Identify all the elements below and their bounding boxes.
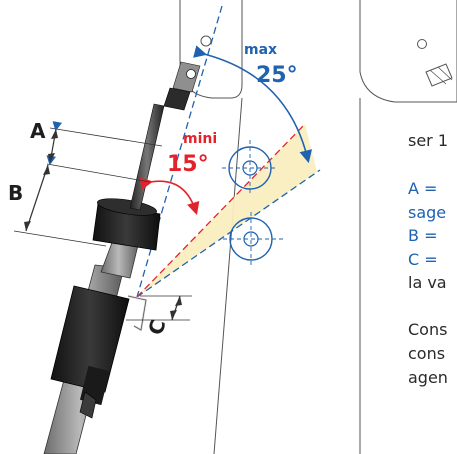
dimension-b [13, 164, 107, 247]
side-text-line-3: sage [408, 203, 447, 222]
actuator-rod [129, 103, 165, 211]
dimension-a-arrows [48, 129, 58, 163]
rod-end [163, 87, 191, 111]
dim-b-label: B [8, 181, 23, 205]
range-cone [137, 124, 317, 297]
thumb-screw-icon [79, 391, 97, 419]
dim-a-label: A [30, 119, 46, 143]
side-text-line-9: agen [408, 368, 448, 387]
side-text-line-5: C = [408, 250, 438, 269]
mini-angle-arc [139, 177, 200, 216]
mini-angle-label: 15° [167, 152, 209, 177]
max-angle-arc [193, 45, 312, 164]
side-text-line-2: A = [408, 179, 438, 198]
bolt-icon [425, 63, 453, 87]
side-text-line-6: la va [408, 273, 447, 292]
bracket-hole-icon [200, 35, 212, 47]
clip-pin-icon [127, 294, 148, 332]
max-angle-label: 25° [256, 63, 298, 88]
dim-c-label: C [144, 317, 171, 337]
dimension-c [126, 295, 192, 321]
axis-line [136, 169, 321, 298]
bracket-hole-icon [417, 39, 427, 49]
clamp-body [50, 285, 130, 393]
lower-pivot [223, 212, 285, 266]
side-text-line-7: Cons [408, 320, 448, 339]
mini-caption: mini [183, 131, 217, 147]
side-text-line-1: ser 1 [408, 131, 449, 150]
max-caption: max [244, 42, 277, 58]
right-bracket [359, 0, 457, 103]
side-text-line-8: cons [408, 344, 446, 363]
side-text-line-4: B = [408, 226, 438, 245]
